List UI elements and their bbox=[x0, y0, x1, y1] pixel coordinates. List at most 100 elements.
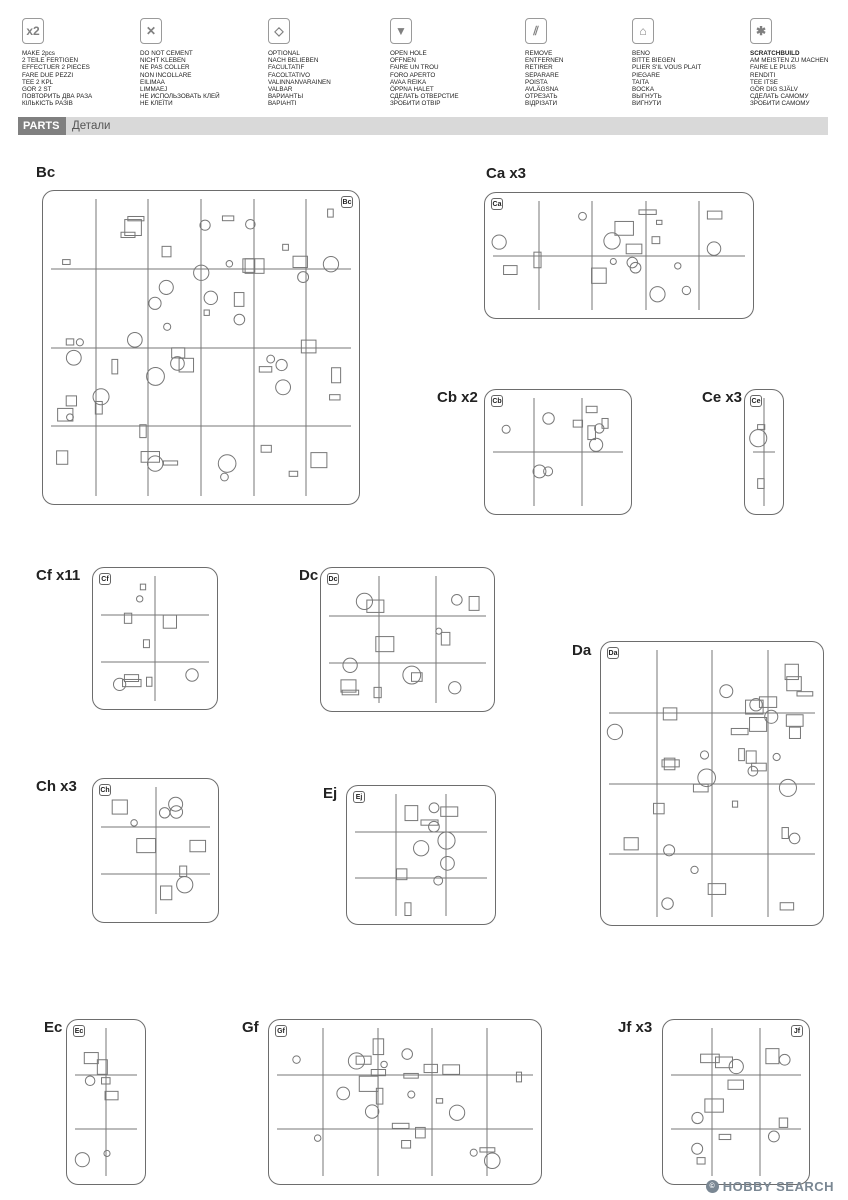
legend-line: AVAA REIKA bbox=[390, 78, 427, 86]
sprue-drawing bbox=[329, 576, 486, 703]
sprue-label-ch: Ch x3 bbox=[36, 778, 77, 795]
legend-line: ВІДРІЗАТИ bbox=[525, 100, 558, 108]
legend-line: PLIER S'IL VOUS PLAIT bbox=[632, 64, 702, 72]
legend-line: СДЕЛАТЬ ОТВЕРСТИЕ bbox=[390, 93, 459, 101]
legend-line: NE PAS COLLER bbox=[140, 64, 190, 72]
legend-line: OFFNEN bbox=[390, 57, 416, 65]
legend-line: FAIRE UN TROU bbox=[390, 64, 439, 72]
legend-line: FAIRE LE PLUS bbox=[750, 64, 796, 72]
legend-line: КІЛЬКІСТЬ РАЗІВ bbox=[22, 100, 73, 108]
sprue-drawing bbox=[606, 650, 815, 917]
legend-line: LIMMAEJ bbox=[140, 86, 168, 94]
sprue-gf: Gf bbox=[268, 1019, 542, 1185]
legend-line: VALBAR bbox=[268, 86, 293, 94]
sprue-label-gf: Gf bbox=[242, 1019, 259, 1036]
sprue-tag-ej: Ej bbox=[353, 791, 365, 803]
cement-x2-icon: x2 bbox=[22, 18, 44, 44]
sprue-dc: Dc bbox=[320, 567, 495, 712]
sprue-ej: Ej bbox=[346, 785, 496, 925]
legend-line: RENDITI bbox=[750, 71, 776, 79]
legend-line: СДЕЛАТЬ САМОМУ bbox=[750, 93, 809, 101]
legend-glyph: ✕ bbox=[145, 24, 157, 38]
legend-line: ENTFERNEN bbox=[525, 57, 564, 65]
sprue-drawing bbox=[671, 1028, 801, 1176]
sprue-tag-cf: Cf bbox=[99, 573, 111, 585]
legend-line: EFFECTUER 2 PIECES bbox=[22, 64, 90, 72]
sprue-label-cb: Cb x2 bbox=[437, 389, 478, 406]
legend-line: SEPARARE bbox=[525, 71, 559, 79]
sprue-tag-ch: Ch bbox=[99, 784, 111, 796]
sprue-drawing bbox=[493, 398, 623, 506]
legend-line: VALINNANVARAINEN bbox=[268, 78, 331, 86]
sprue-label-da: Da bbox=[572, 642, 592, 659]
legend-line: OPTIONAL bbox=[268, 50, 300, 57]
legend-glyph: ▼ bbox=[395, 24, 407, 38]
legend-line: ВЫГНУТЬ bbox=[632, 93, 662, 101]
sprue-da: Da bbox=[600, 641, 824, 926]
sprue-drawing bbox=[277, 1028, 533, 1176]
sprue-label-ej: Ej bbox=[323, 785, 338, 802]
bend-icon: ⌂ bbox=[632, 18, 654, 44]
sprue-cf: Cf bbox=[92, 567, 218, 710]
legend-line: FACULTATIF bbox=[268, 64, 305, 72]
sprue-drawing bbox=[74, 1028, 137, 1176]
sprue-ec: Ec bbox=[66, 1019, 146, 1185]
sprue-tag-gf: Gf bbox=[275, 1025, 287, 1037]
sprue-drawing bbox=[355, 794, 487, 917]
parts-header-bar: PARTS Детали bbox=[18, 117, 828, 135]
sprue-ca: Ca bbox=[484, 192, 754, 319]
legend-line: BOCKA bbox=[632, 86, 655, 94]
legend-line: EILIMAA bbox=[140, 78, 165, 86]
legend-line: MAKE 2pcs bbox=[22, 50, 55, 57]
optional-icon: ◇ bbox=[268, 18, 290, 44]
sprue-ce: Ce bbox=[744, 389, 784, 515]
legend-line: ПОВТОРИТЬ ДВА РАЗА bbox=[22, 93, 93, 101]
parts-title: PARTS bbox=[18, 117, 66, 135]
legend-line: REMOVE bbox=[525, 50, 553, 57]
sprue-tag-cb: Cb bbox=[491, 395, 503, 407]
sprue-tag-ce: Ce bbox=[750, 395, 762, 407]
sprue-drawing bbox=[101, 576, 209, 701]
watermark: © HOBBY SEARCH bbox=[705, 1179, 834, 1194]
sprue-label-ce: Ce x3 bbox=[702, 389, 743, 406]
legend-line: ВИГНУТИ bbox=[632, 100, 662, 108]
legend-line: OPEN HOLE bbox=[390, 50, 427, 57]
sprue-tag-da: Da bbox=[607, 647, 619, 659]
scratchbuild-icon: ✱ bbox=[750, 18, 772, 44]
sprue-drawing bbox=[749, 398, 775, 506]
sprue-label-cf: Cf x11 bbox=[36, 567, 81, 584]
legend-line: POISTA bbox=[525, 78, 548, 86]
sprue-drawing bbox=[51, 199, 351, 496]
legend-line: FARE DUE PEZZI bbox=[22, 71, 74, 79]
legend-line: ВАРИАНТЫ bbox=[268, 93, 304, 101]
sprue-cb: Cb bbox=[484, 389, 632, 515]
sprue-tag-jf: Jf bbox=[791, 1025, 803, 1037]
sprue-ch: Ch bbox=[92, 778, 219, 923]
sprue-jf: Jf bbox=[662, 1019, 810, 1185]
legend-line: FORO APERTO bbox=[390, 71, 436, 79]
legend-line: ВАРІАНТІ bbox=[268, 100, 297, 108]
sprue-label-dc: Dc bbox=[299, 567, 319, 584]
sprue-tag-ec: Ec bbox=[73, 1025, 85, 1037]
legend-line: ЗРОБИТИ ОТВІР bbox=[390, 100, 441, 108]
sprue-tag-bc: Bc bbox=[341, 196, 353, 208]
legend-line: TEE 2 KPL bbox=[22, 78, 54, 86]
legend-line: NACH BELIEBEN bbox=[268, 57, 319, 65]
legend-line: 2 TEILE FERTIGEN bbox=[22, 57, 79, 65]
legend-line: AVLÄGSNA bbox=[525, 86, 559, 94]
legend-line: ÖPPNA HALET bbox=[390, 86, 434, 94]
legend-line: RETIRER bbox=[525, 64, 553, 72]
legend-line: SCRATCHBUILD bbox=[750, 50, 800, 57]
legend-glyph: ◇ bbox=[274, 24, 284, 38]
sprue-label-jf: Jf x3 bbox=[618, 1019, 653, 1036]
legend-line: TAITA bbox=[632, 78, 649, 86]
sprue-bc: Bc bbox=[42, 190, 360, 505]
legend-line: BENO bbox=[632, 50, 650, 57]
legend-line: BITTE BIEGEN bbox=[632, 57, 676, 65]
sprue-tag-ca: Ca bbox=[491, 198, 503, 210]
sprue-label-ca: Ca x3 bbox=[486, 165, 527, 182]
